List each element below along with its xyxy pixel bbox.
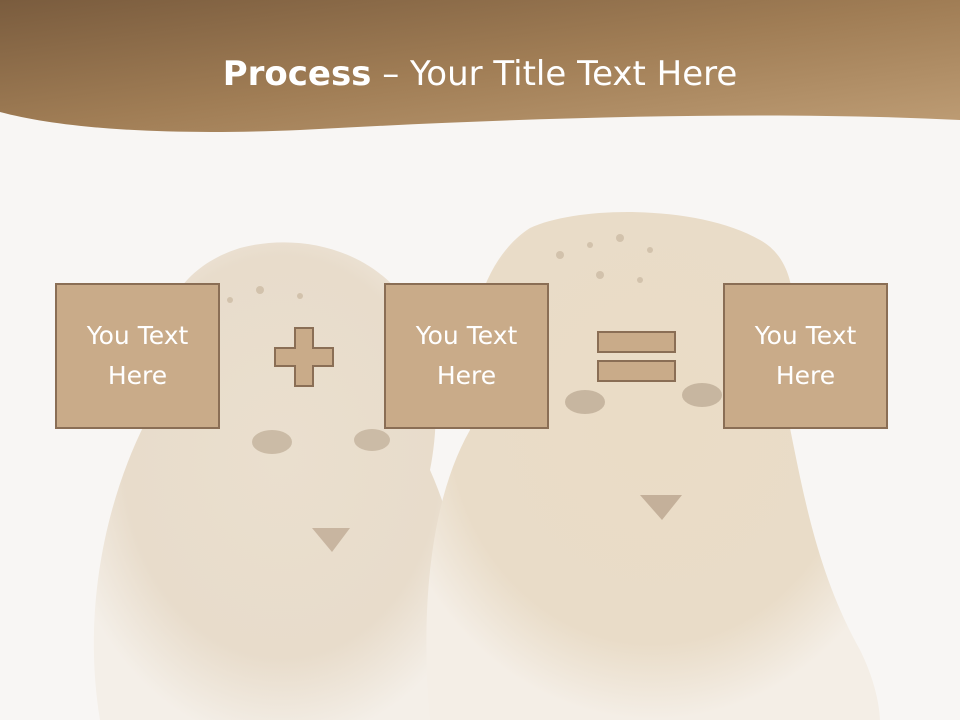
plus-icon (274, 327, 334, 387)
process-box-3-text: You Text Here (754, 321, 857, 390)
title-banner (0, 0, 960, 132)
process-box-2[interactable]: You Text Here (384, 283, 549, 429)
title-rest: – Your Title Text Here (371, 54, 738, 94)
title-bold: Process (222, 54, 372, 94)
process-box-3[interactable]: You Text Here (723, 283, 888, 429)
process-box-1-text: You Text Here (86, 321, 189, 390)
page-title: Process – Your Title Text Here (0, 52, 960, 96)
process-box-1[interactable]: You Text Here (55, 283, 220, 429)
equals-icon (597, 331, 676, 382)
process-box-2-text: You Text Here (415, 321, 518, 390)
